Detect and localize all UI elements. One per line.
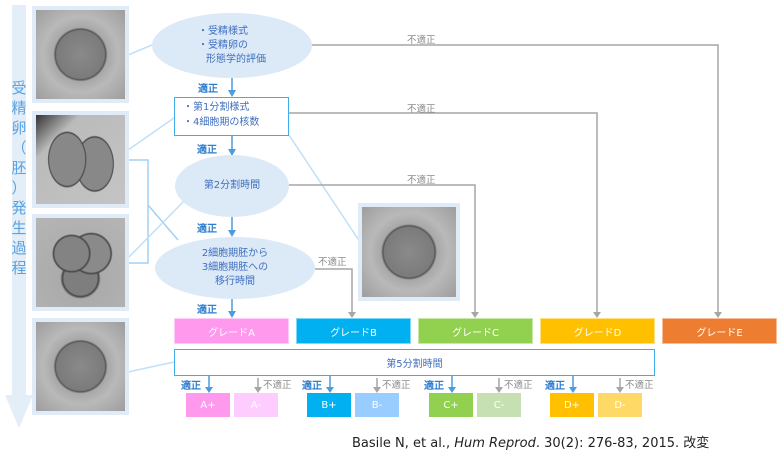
grade-label: グレードC bbox=[452, 327, 499, 339]
step-text: 第2分割時間 bbox=[203, 180, 261, 191]
subgrade-label: A- bbox=[250, 399, 262, 411]
process-char: ） bbox=[11, 179, 27, 197]
ok-label: 適正 bbox=[197, 224, 217, 235]
subgrade-label: D+ bbox=[563, 399, 581, 411]
not-ok-label: 不適正 bbox=[407, 104, 436, 115]
process-char: 卵 bbox=[11, 119, 27, 137]
two-cell-photo bbox=[32, 111, 129, 208]
step-text: ・受精卵の bbox=[198, 39, 248, 51]
citation-journal: Hum Reprod bbox=[454, 436, 536, 451]
grade-b: グレードB bbox=[296, 318, 411, 344]
process-char: 受 bbox=[11, 79, 27, 97]
ok-label: 適正 bbox=[545, 381, 565, 392]
ok-label: 適正 bbox=[197, 145, 217, 156]
step-first-cleavage: ・第1分割様式・4細胞期の核数 bbox=[174, 97, 289, 136]
subgrade-label: D- bbox=[614, 399, 626, 411]
step-transition-time: 2細胞期胚から 3細胞期胚への移行時間 bbox=[155, 237, 315, 299]
three-cell-photo bbox=[32, 214, 129, 311]
process-label: 受 精 卵 （ 胚 ） 発 生 過 程 bbox=[9, 78, 29, 278]
zygote-photo bbox=[32, 6, 129, 103]
subgrade-label: C+ bbox=[443, 399, 459, 411]
not-ok-label: 不適正 bbox=[263, 380, 292, 391]
citation-details: . 30(2): 276-83, 2015. 改変 bbox=[535, 436, 710, 451]
photo-connectors bbox=[127, 44, 363, 373]
grade-d: グレードD bbox=[540, 318, 655, 344]
process-char: （ bbox=[11, 139, 27, 157]
ok-arrows bbox=[208, 78, 574, 388]
subgrade-b-minus: B- bbox=[355, 393, 399, 417]
subgrade-a-plus: A+ bbox=[186, 393, 230, 417]
step-text: ・第1分割様式 bbox=[183, 102, 250, 113]
not-ok-label: 不適正 bbox=[407, 175, 436, 186]
citation: Basile N, et al., Hum Reprod. 30(2): 276… bbox=[352, 432, 709, 451]
grade-e: グレードE bbox=[662, 318, 777, 344]
subgrade-label: B+ bbox=[321, 399, 337, 411]
four-cell-photo bbox=[358, 203, 460, 301]
step-second-cleavage: 第2分割時間 bbox=[175, 155, 289, 217]
subgrade-c-minus: C- bbox=[477, 393, 521, 417]
process-char: 発 bbox=[11, 199, 27, 217]
ok-arrowheads bbox=[205, 90, 577, 393]
ok-label: 適正 bbox=[424, 381, 444, 392]
not-ok-lines bbox=[257, 44, 719, 389]
grade-c: グレードC bbox=[418, 318, 533, 344]
grade-a: グレードA bbox=[174, 318, 289, 344]
step-text: 第5分割時間 bbox=[386, 359, 443, 370]
not-ok-label: 不適正 bbox=[625, 380, 654, 391]
step-text: 3細胞期胚への bbox=[201, 262, 269, 273]
ok-label: 適正 bbox=[181, 381, 201, 392]
process-char: 程 bbox=[11, 259, 27, 277]
step-text: 移行時間 bbox=[215, 276, 255, 287]
step-text: 2細胞期胚から bbox=[201, 248, 269, 259]
eight-cell-photo bbox=[32, 318, 129, 415]
subgrade-c-plus: C+ bbox=[429, 393, 473, 417]
step-fertilization-evaluation: ・受精様式・受精卵の形態学的評価 bbox=[152, 13, 312, 78]
citation-authors: Basile N, et al., bbox=[352, 436, 455, 451]
grade-label: グレードA bbox=[208, 327, 255, 339]
grade-label: グレードB bbox=[330, 327, 377, 339]
ok-label: 適正 bbox=[198, 84, 218, 95]
not-ok-label: 不適正 bbox=[382, 380, 411, 391]
step-text: ・受精様式 bbox=[198, 25, 248, 37]
not-ok-label: 不適正 bbox=[407, 35, 436, 46]
not-ok-label: 不適正 bbox=[504, 380, 533, 391]
step-text: ・4細胞期の核数 bbox=[183, 117, 260, 128]
not-ok-arrowheads bbox=[254, 312, 722, 393]
subgrade-b-plus: B+ bbox=[307, 393, 351, 417]
process-char: 生 bbox=[11, 219, 27, 237]
subgrade-a-minus: A- bbox=[234, 393, 278, 417]
subgrade-d-plus: D+ bbox=[550, 393, 594, 417]
process-char: 胚 bbox=[11, 159, 27, 177]
grade-label: グレードE bbox=[696, 327, 743, 339]
process-char: 過 bbox=[11, 239, 27, 257]
ok-label: 適正 bbox=[197, 305, 217, 316]
subgrade-label: C- bbox=[493, 399, 505, 411]
grade-label: グレードD bbox=[573, 327, 622, 339]
ok-label: 適正 bbox=[302, 381, 322, 392]
subgrade-label: A+ bbox=[200, 399, 216, 411]
subgrade-label: B- bbox=[371, 399, 383, 411]
step-fifth-cleavage: 第5分割時間 bbox=[174, 349, 655, 376]
subgrade-d-minus: D- bbox=[598, 393, 642, 417]
step-text: 形態学的評価 bbox=[206, 53, 266, 65]
process-char: 精 bbox=[11, 99, 27, 117]
process-arrow bbox=[5, 5, 33, 428]
not-ok-label: 不適正 bbox=[318, 257, 347, 268]
